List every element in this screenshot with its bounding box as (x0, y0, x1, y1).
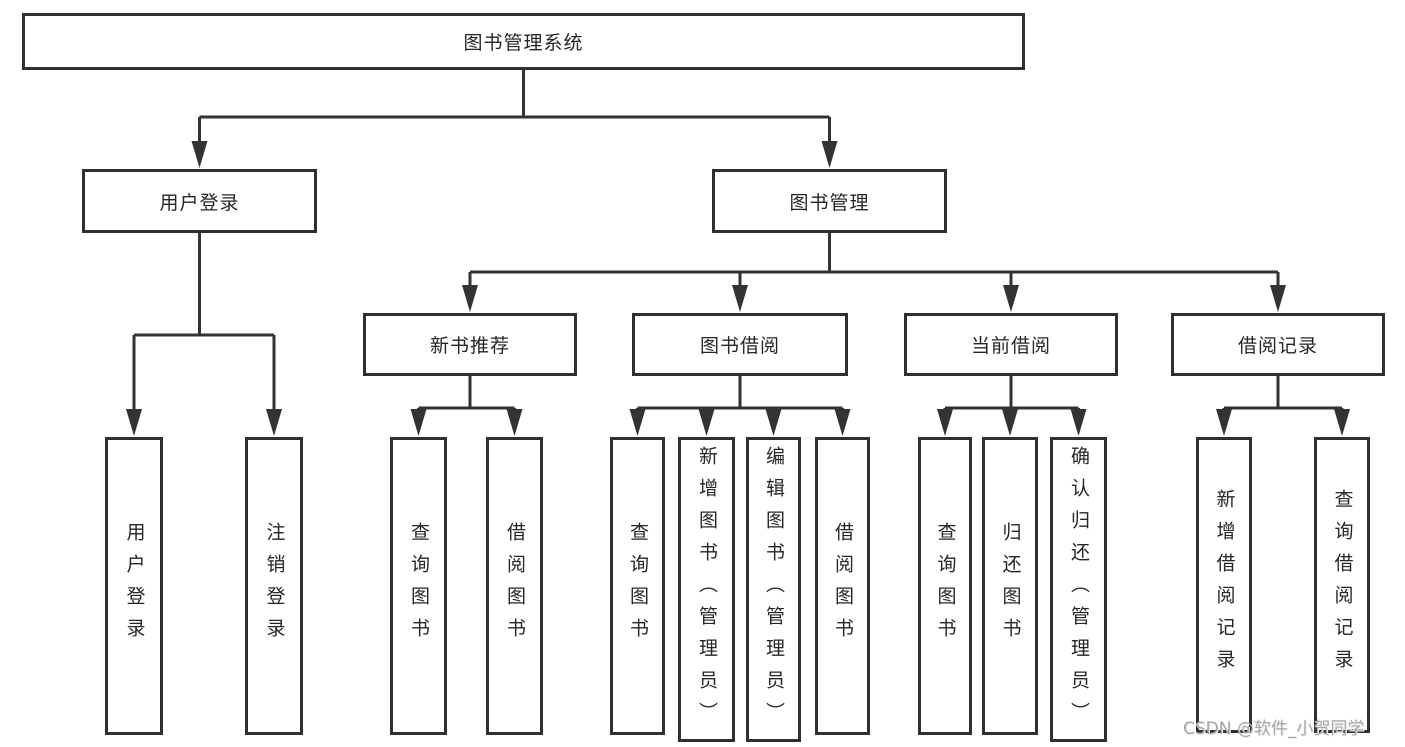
arrow-icon (629, 409, 646, 436)
arrow-icon (821, 141, 838, 168)
arrow-icon (126, 409, 142, 436)
node-book-borrow: 图书借阅 (632, 313, 848, 376)
arrow-icon (506, 409, 523, 436)
csdn-watermark: CSDN @软件_小贺同学 (1183, 719, 1365, 739)
leaf-add-book-admin: 新增图书（管理员） (678, 437, 735, 742)
node-user-login: 用户登录 (82, 169, 317, 233)
node-current-borrow-label: 当前借阅 (970, 335, 1051, 357)
node-book-management-label: 图书管理 (789, 191, 870, 214)
leaf-query-borrow-record-label: 查询借阅记录 (1331, 489, 1354, 681)
leaf-query-books-current: 查询图书 (918, 437, 972, 735)
leaf-logout: 注销登录 (245, 437, 303, 735)
node-new-book-recommend: 新书推荐 (363, 313, 577, 376)
leaf-user-login-label: 用户登录 (123, 522, 146, 650)
node-new-book-recommend-label: 新书推荐 (429, 335, 510, 357)
arrow-icon (1216, 409, 1232, 436)
arrow-icon (1334, 409, 1350, 436)
arrow-icon (191, 141, 208, 168)
leaf-query-borrow-record: 查询借阅记录 (1314, 437, 1370, 733)
leaf-query-books-recommend: 查询图书 (390, 437, 447, 735)
arrow-icon (937, 409, 953, 436)
leaf-query-books-borrow: 查询图书 (610, 437, 665, 735)
node-user-login-label: 用户登录 (159, 191, 240, 214)
leaf-user-login: 用户登录 (105, 437, 163, 735)
arrow-icon (698, 409, 715, 436)
leaf-return-book-label: 归还图书 (999, 522, 1022, 650)
node-root-label: 图书管理系统 (463, 32, 584, 54)
node-book-management: 图书管理 (712, 169, 947, 233)
arrow-icon (834, 409, 851, 436)
leaf-borrow-books-borrow: 借阅图书 (815, 437, 870, 735)
arrow-icon (462, 285, 478, 312)
node-current-borrow: 当前借阅 (904, 313, 1118, 376)
leaf-confirm-return-admin-label: 确认归还（管理员） (1068, 445, 1090, 734)
arrow-icon (765, 409, 782, 436)
arrow-icon (1270, 285, 1286, 312)
leaf-add-borrow-record: 新增借阅记录 (1196, 437, 1252, 733)
arrow-icon (732, 285, 748, 312)
leaf-return-book: 归还图书 (982, 437, 1038, 735)
arrow-icon (266, 409, 282, 436)
leaf-add-borrow-record-label: 新增借阅记录 (1213, 489, 1236, 681)
leaf-confirm-return-admin: 确认归还（管理员） (1050, 437, 1107, 742)
leaf-query-books-borrow-label: 查询图书 (627, 522, 649, 650)
node-root: 图书管理系统 (22, 13, 1025, 70)
arrow-icon (1003, 285, 1019, 312)
leaf-query-books-current-label: 查询图书 (934, 522, 957, 650)
arrow-icon (1070, 409, 1087, 436)
node-borrow-records: 借阅记录 (1171, 313, 1385, 376)
leaf-borrow-books-borrow-label: 借阅图书 (832, 522, 854, 650)
leaf-logout-label: 注销登录 (263, 522, 286, 650)
leaf-edit-book-admin-label: 编辑图书（管理员） (763, 445, 785, 734)
leaf-borrow-books-recommend-label: 借阅图书 (504, 522, 526, 650)
node-book-borrow-label: 图书借阅 (699, 335, 780, 357)
leaf-borrow-books-recommend: 借阅图书 (486, 437, 543, 735)
arrow-icon (410, 409, 427, 436)
node-borrow-records-label: 借阅记录 (1237, 335, 1318, 357)
leaf-add-book-admin-label: 新增图书（管理员） (696, 445, 718, 734)
arrow-icon (1002, 409, 1018, 436)
arrowheads (126, 141, 1350, 436)
leaf-query-books-recommend-label: 查询图书 (408, 522, 430, 650)
leaf-edit-book-admin: 编辑图书（管理员） (746, 437, 801, 742)
